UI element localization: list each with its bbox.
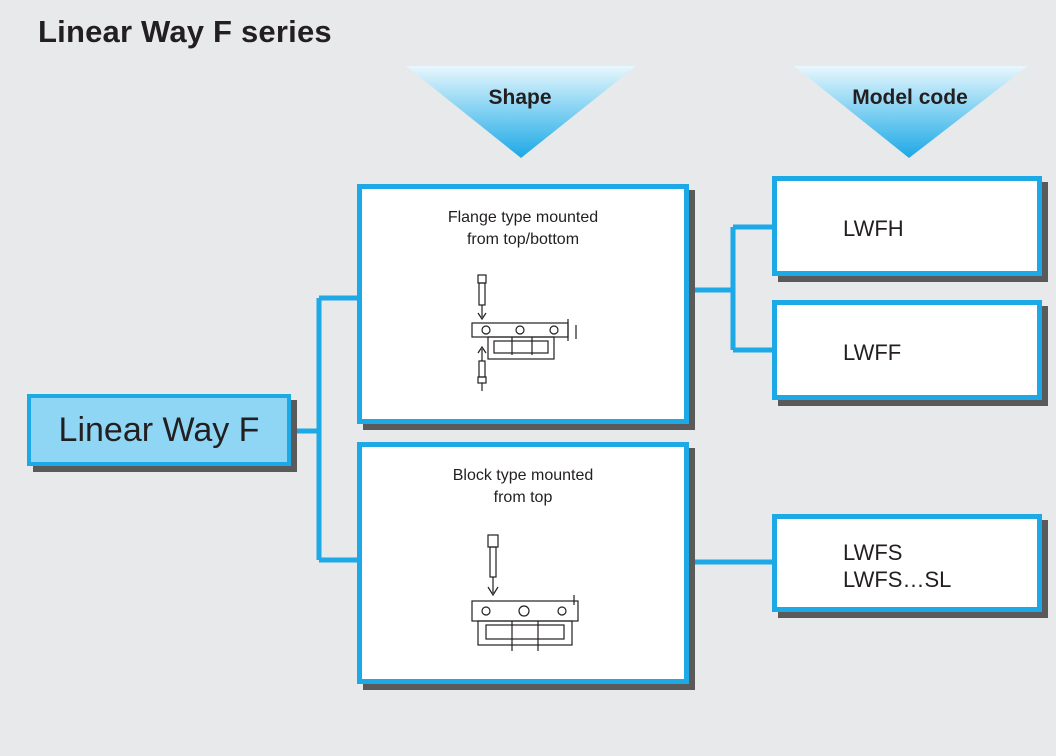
model-code-line: LWFH [843, 216, 904, 241]
shape-caption: Flange type mounted from top/bottom [362, 207, 684, 251]
model-node-lwfh: LWFH [772, 176, 1042, 276]
shape-node-block: Block type mounted from top [357, 442, 689, 684]
model-header-arrow [794, 66, 1028, 158]
shape-caption-line: Flange type mounted [447, 209, 599, 226]
shape-caption-line: Block type mounted [452, 467, 594, 484]
model-code-text: LWFF [843, 339, 901, 366]
diagram-title: Linear Way F series [38, 14, 332, 49]
model-code-text: LWFS LWFS…SL [843, 539, 951, 593]
root-node-label: Linear Way F [58, 410, 260, 449]
model-code-line: LWFF [843, 340, 902, 365]
shape-caption-line: from top [493, 489, 553, 506]
model-code-text: LWFH [843, 215, 904, 242]
shape-node-flange: Flange type mounted from top/bottom [357, 184, 689, 424]
shape-header-label: Shape [488, 86, 552, 109]
shape-caption-line: from top/bottom [466, 231, 580, 248]
model-code-line: LWFS…SL [843, 567, 952, 592]
shape-caption: Block type mounted from top [362, 465, 684, 509]
root-node: Linear Way F [27, 394, 291, 466]
flange-type-drawing [471, 274, 577, 391]
model-code-header-label: Model code [852, 86, 968, 109]
root-connectors [291, 295, 357, 563]
shape1-connectors [689, 224, 772, 353]
model-code-line: LWFS [843, 540, 903, 565]
block-type-drawing [471, 534, 579, 651]
model-node-lwff: LWFF [772, 300, 1042, 400]
model-node-lwfs: LWFS LWFS…SL [772, 514, 1042, 612]
shape-header-arrow [406, 66, 636, 158]
